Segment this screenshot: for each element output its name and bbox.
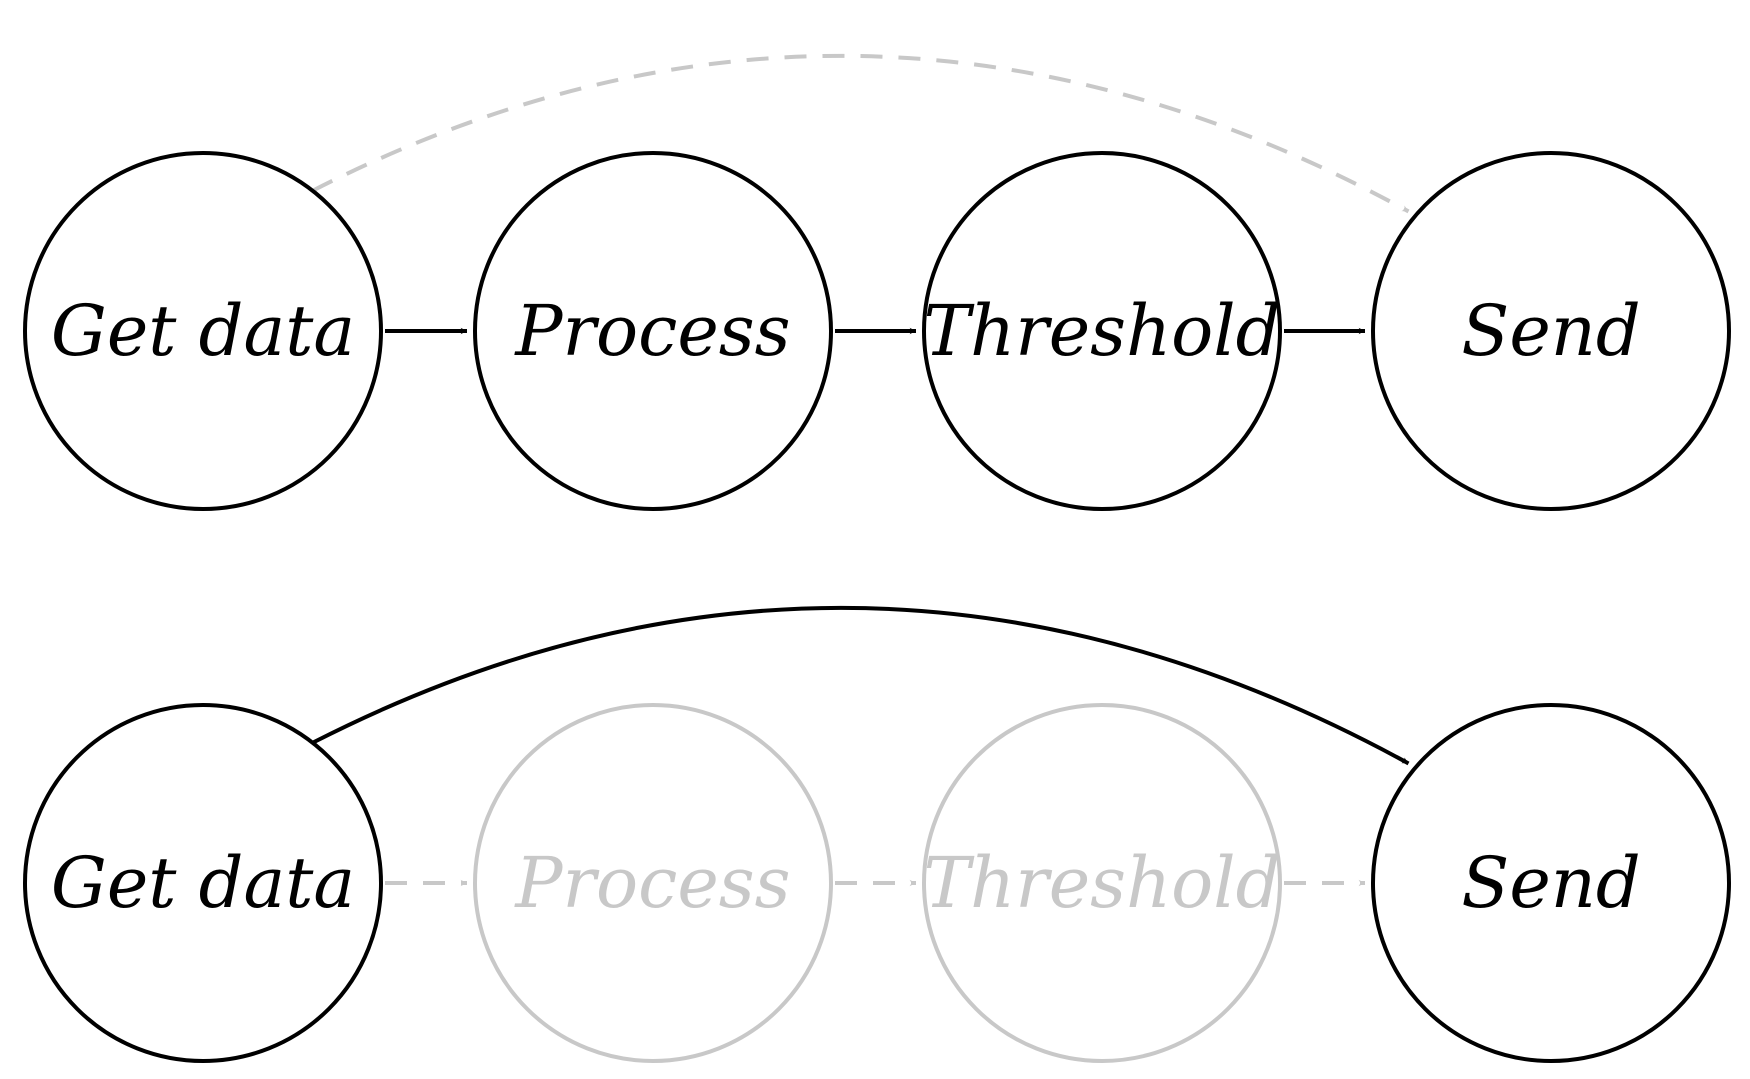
node-circle <box>23 703 383 1063</box>
node-circle <box>473 703 833 1063</box>
node-label: Threshold <box>923 290 1280 372</box>
diagram-2-node-process: Process <box>473 703 833 1063</box>
node-label: Process <box>513 290 790 372</box>
node-label: Get data <box>51 842 355 924</box>
diagram-1-node-get-data: Get data <box>23 151 383 511</box>
node-circle <box>922 703 1282 1063</box>
node-label: Send <box>1461 290 1640 372</box>
node-circle <box>23 151 383 511</box>
node-circle <box>922 151 1282 511</box>
node-label: Threshold <box>923 842 1280 924</box>
node-label: Get data <box>51 290 355 372</box>
edges-layer <box>311 53 1410 887</box>
diagram-2-node-threshold: Threshold <box>922 703 1282 1063</box>
diagram-2-edge-get-data-to-send <box>311 605 1410 766</box>
diagram-2-node-get-data: Get data <box>23 703 383 1063</box>
diagram-1-node-threshold: Threshold <box>922 151 1282 511</box>
node-circle <box>1371 151 1731 511</box>
diagram-1-edge-get-data-to-send <box>311 53 1410 214</box>
node-label: Send <box>1461 842 1640 924</box>
node-label: Process <box>513 842 790 924</box>
diagram-2-node-send: Send <box>1371 703 1731 1063</box>
node-circle <box>473 151 833 511</box>
node-circle <box>1371 703 1731 1063</box>
diagram-1-node-send: Send <box>1371 151 1731 511</box>
diagram-1-node-process: Process <box>473 151 833 511</box>
